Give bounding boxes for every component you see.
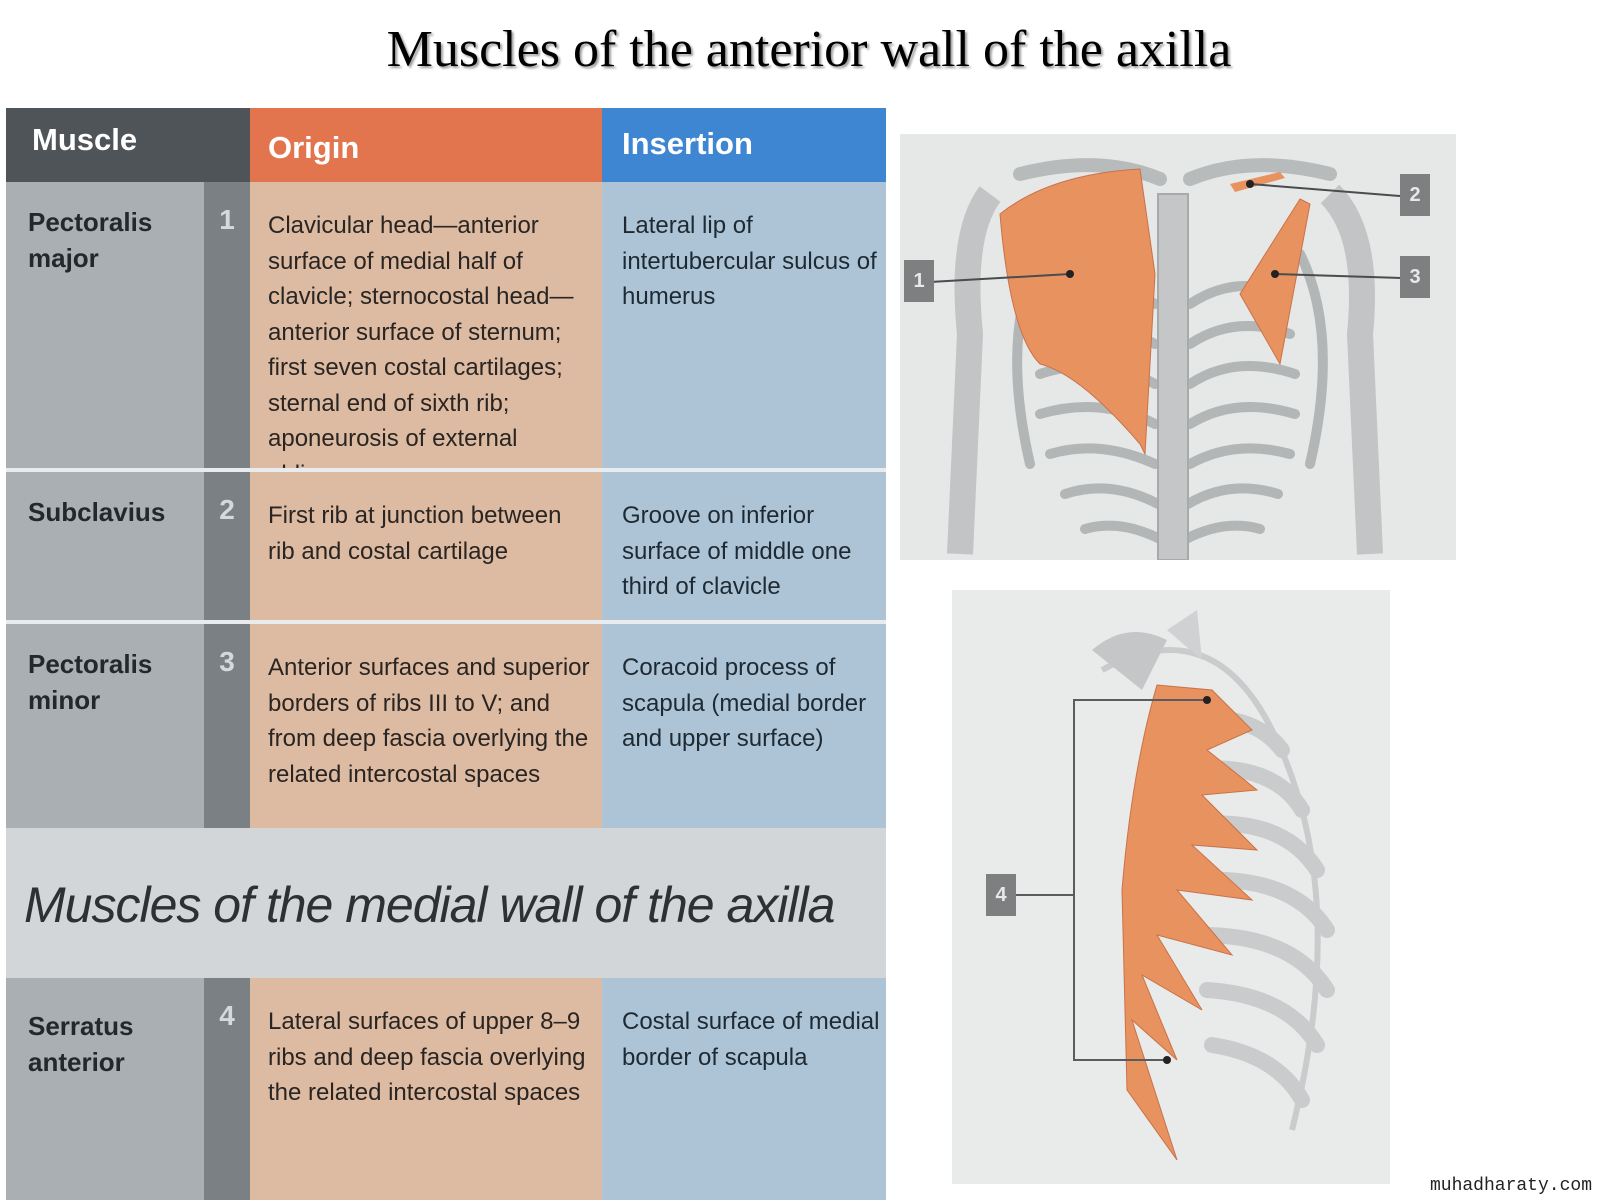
bracket-lines [1016,699,1207,1061]
muscle-origin: Clavicular head—anterior surface of medi… [250,182,602,488]
muscle-number: 4 [204,978,250,1200]
right-humerus [1320,184,1383,555]
row-divider [6,468,886,472]
callout-label: 4 [986,874,1016,916]
lateral-thorax-figure: 4 [952,590,1390,1184]
anterior-thorax-figure: 1 2 3 [900,134,1456,560]
muscle-insertion: Coracoid process of scapula (medial bord… [602,624,886,828]
table-header-row: Muscle Origin Insertion [6,108,886,182]
callout-label: 2 [1400,174,1430,216]
sternum-spine [1157,193,1189,560]
serratus-anterior-shape [1121,684,1259,1161]
clavicle-end [1167,610,1202,660]
pectoralis-major-shape [999,168,1156,456]
muscle-number: 2 [204,472,250,620]
table-row: Serratus anterior 4 Lateral surfaces of … [6,978,886,1200]
muscle-insertion: Lateral lip of intertubercular sulcus of… [602,182,886,468]
muscle-name: Subclavius [6,472,204,620]
slide-title: Muscles of the anterior wall of the axil… [386,21,1232,78]
header-insertion: Insertion [602,108,886,182]
table-row: Pectoralis minor 3 Anterior surfaces and… [6,624,886,828]
muscle-name: Pectoralis major [6,182,204,468]
muscle-number: 3 [204,624,250,828]
muscle-origin: Lateral surfaces of upper 8–9 ribs and d… [250,978,602,1200]
watermark: muhadharaty.com [1429,1176,1592,1196]
callout-label: 1 [904,260,934,302]
row-divider [6,620,886,624]
muscle-origin: Anterior surfaces and superior borders o… [250,624,602,828]
clavicles [1013,158,1337,186]
muscle-name: Serratus anterior [6,978,204,1200]
table-row: Subclavius 2 First rib at junction betwe… [6,472,886,620]
lateral-thorax-illustration [1016,610,1335,1161]
muscle-number: 1 [204,182,250,468]
header-origin: Origin [250,108,602,182]
anterior-thorax-illustration [929,158,1401,560]
table-row: Pectoralis major 1 Clavicular head—anter… [6,182,886,488]
section-subheading: Muscles of the medial wall of the axilla [24,877,835,933]
subclavius-shape [1230,172,1285,192]
muscle-insertion: Costal surface of medial border of scapu… [602,978,886,1200]
left-humerus [947,186,1001,555]
muscle-origin: First rib at junction between rib and co… [250,472,602,620]
muscle-name: Pectoralis minor [6,624,204,828]
muscle-table: Muscle Origin Insertion Pectoralis major… [6,108,886,1200]
leader-lines [929,183,1401,283]
muscle-insertion: Groove on inferior surface of middle one… [602,472,886,620]
subheading-band: Muscles of the medial wall of the axilla [6,828,886,978]
callout-label: 3 [1400,256,1430,298]
scapula-top [1092,632,1167,690]
pectoralis-minor-shape [1239,198,1311,366]
header-muscle: Muscle [6,108,250,182]
